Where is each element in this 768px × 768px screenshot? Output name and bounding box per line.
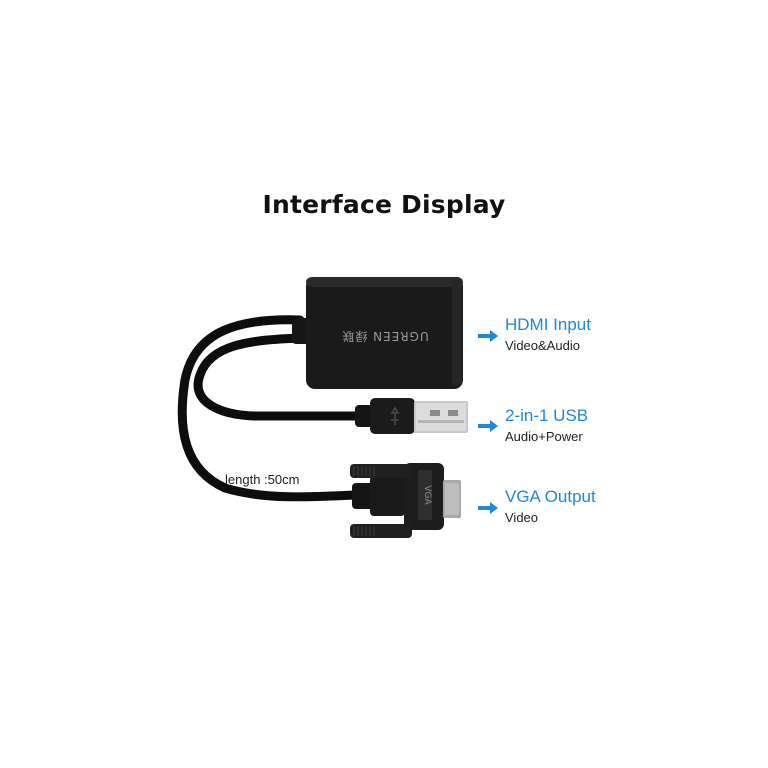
- arrow-right-icon: [478, 502, 498, 514]
- port-label-usb: 2-in-1 USB: [505, 406, 589, 425]
- hdmi-input-callout: HDMI Input Video&Audio: [505, 315, 591, 353]
- usb-cable: [193, 333, 365, 421]
- vga-plug: VGA: [350, 463, 461, 538]
- brand-logo: UGREEN 绿联: [341, 329, 428, 344]
- port-sub-hdmi: Video&Audio: [505, 338, 580, 353]
- usb-plug: [355, 398, 468, 434]
- arrow-right-icon: [478, 420, 498, 432]
- port-sub-vga: Video: [505, 510, 539, 525]
- hdmi-adapter-box: UGREEN 绿联: [292, 277, 463, 389]
- vga-plug-label: VGA: [422, 485, 432, 505]
- arrow-right-icon: [478, 330, 498, 342]
- cables: [177, 315, 365, 502]
- port-sub-usb: Audio+Power: [505, 429, 583, 444]
- vga-output-callout: VGA Output Video: [505, 487, 596, 525]
- port-label-hdmi: HDMI Input: [505, 315, 591, 334]
- page-title: Interface Display: [262, 190, 506, 219]
- vga-cable: [177, 315, 360, 502]
- port-label-vga: VGA Output: [505, 487, 596, 506]
- cable-length-label: length :50cm: [225, 472, 300, 487]
- usb-callout: 2-in-1 USB Audio+Power: [505, 406, 588, 444]
